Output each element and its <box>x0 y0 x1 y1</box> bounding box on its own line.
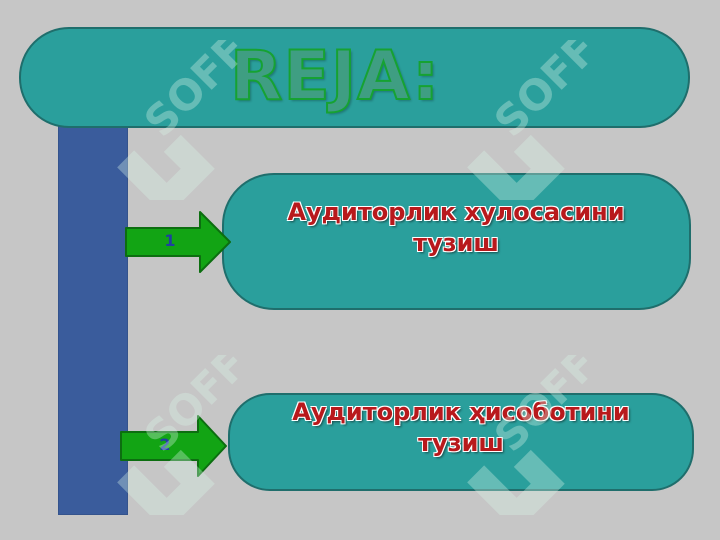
item-1-arrow: 1 <box>125 211 235 275</box>
item-2-title-line2: тузиш <box>418 429 504 457</box>
right-arrow-icon <box>120 415 227 477</box>
vertical-connector-bar <box>58 105 128 515</box>
item-1-title-line2: тузиш <box>413 229 499 257</box>
item-2-number: 2 <box>159 435 171 454</box>
item-box-1 <box>222 173 691 310</box>
item-2-title: Аудиторлик ҳисоботини тузиш <box>256 397 666 459</box>
item-2-arrow: 2 <box>120 415 230 479</box>
item-1-title-line1: Аудиторлик хулосасини <box>287 198 625 226</box>
item-1-title: Аудиторлик хулосасини тузиш <box>256 197 656 259</box>
item-box-2 <box>228 393 694 491</box>
title-banner <box>19 27 690 128</box>
right-arrow-icon <box>125 211 231 273</box>
item-2-title-line1: Аудиторлик ҳисоботини <box>292 398 630 426</box>
slide-title: REJA: <box>229 36 441 117</box>
item-1-number: 1 <box>164 231 176 250</box>
